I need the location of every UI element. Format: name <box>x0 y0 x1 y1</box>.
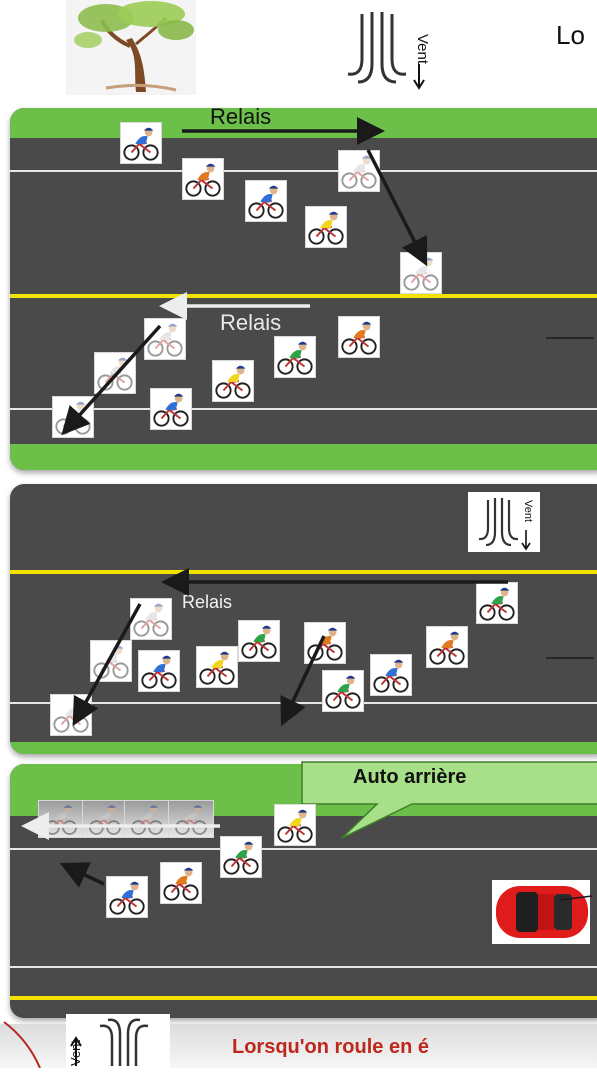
cyclist-icon <box>182 158 224 200</box>
cyclist-icon <box>138 650 180 692</box>
cyclist-icon <box>304 622 346 664</box>
cyclist-silhouette-icon <box>82 800 128 838</box>
cyclist-icon <box>274 336 316 378</box>
cyclist-faded-icon <box>90 640 132 682</box>
wind-icon: Vent <box>68 1018 149 1066</box>
cyclist-icon <box>245 180 287 222</box>
tree-icon <box>66 0 196 95</box>
car-icon <box>492 880 590 944</box>
cyclist-icon <box>212 360 254 402</box>
footer-caption: Lorsqu'on roule en é <box>232 1036 429 1058</box>
relais-label-3: Relais <box>182 592 233 612</box>
relay-arrow <box>366 149 428 267</box>
cyclist-icon <box>476 582 518 624</box>
wind-label: Vent <box>68 1040 83 1066</box>
cyclist-icon <box>196 646 238 688</box>
wind-icon: Vent <box>478 498 534 551</box>
cyclist-faded-icon <box>130 598 172 640</box>
wind-label: Vent <box>414 34 431 65</box>
wind-symbol-bottom: Vent <box>66 1014 170 1068</box>
relay-arrow <box>72 603 142 727</box>
cyclist-icon <box>106 876 148 918</box>
cyclist-icon <box>150 388 192 430</box>
cyclist-faded-icon <box>144 318 186 360</box>
wind-symbol-middle: Vent <box>468 492 540 552</box>
cyclist-icon <box>160 862 202 904</box>
cyclist-icon <box>338 316 380 358</box>
relay-arrow <box>61 324 162 436</box>
cyclist-silhouette-icon <box>124 800 170 838</box>
decorative-red-arc <box>3 1021 41 1068</box>
cyclist-icon <box>220 836 262 878</box>
relais-label-1: Relais <box>210 104 272 129</box>
cyclist-icon <box>120 122 162 164</box>
windblown-tree-illustration <box>66 0 196 95</box>
callout-text: Auto arrière <box>353 766 467 788</box>
cyclist-icon <box>305 206 347 248</box>
cyclist-icon <box>370 654 412 696</box>
cyclist-icon <box>322 670 364 712</box>
wind-label: Vent <box>522 500 534 522</box>
relay-arrow <box>280 635 326 727</box>
pointer-line <box>559 895 593 901</box>
wind-icon: Vent <box>347 12 431 90</box>
relay-arrow <box>59 862 105 888</box>
relais-label-2: Relais <box>220 310 282 335</box>
wind-symbol-top: Vent <box>322 4 434 90</box>
page-title-fragment: Lo <box>556 20 585 50</box>
cyclist-silhouette-icon <box>168 800 214 838</box>
cyclist-icon <box>426 626 468 668</box>
cyclist-icon <box>238 620 280 662</box>
road-panel-1 <box>10 108 597 470</box>
cyclist-icon <box>274 804 316 846</box>
